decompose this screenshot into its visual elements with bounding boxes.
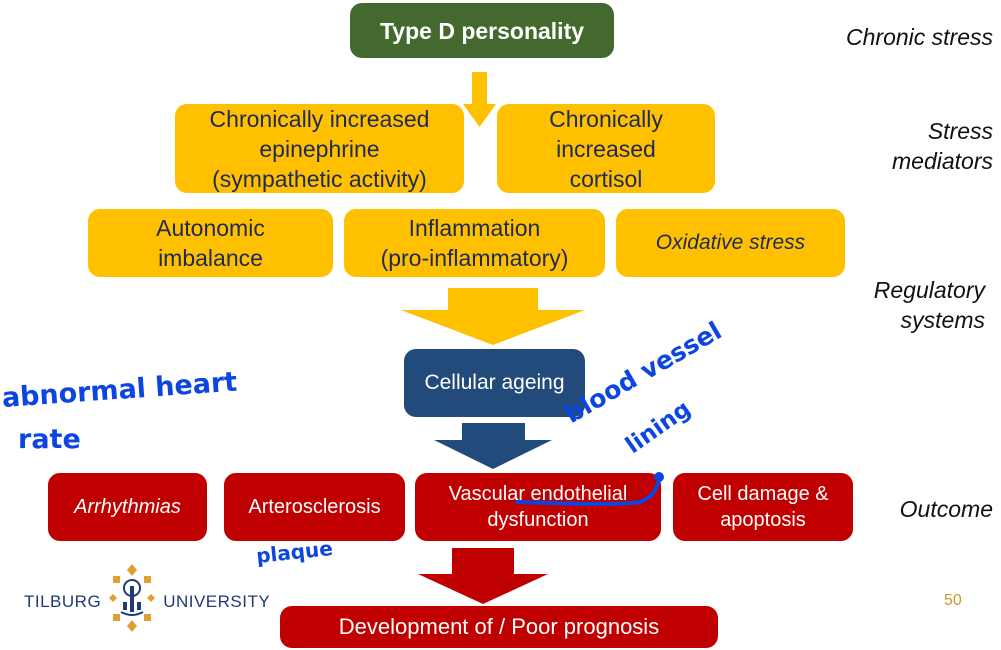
stage-label-outcome: Outcome (899, 496, 993, 522)
node-oxidative-stress: Oxidative stress (616, 209, 845, 277)
annotation-ink-dot (654, 472, 664, 482)
tilburg-emblem-icon (109, 564, 156, 632)
arrow-type-d-to-mediators (463, 72, 496, 127)
annotation-rate: rate (18, 424, 81, 455)
arrow-outcome-to-prognosis (418, 548, 548, 604)
logo-text-tilburg: TILBURG (24, 592, 102, 611)
arrow-regulatory-to-cellular (401, 288, 585, 345)
page-number: 50 (944, 592, 962, 609)
node-poor-prognosis: Development of / Poor prognosis (280, 606, 718, 648)
node-vascular-endothelial-dysfunction: Vascular endothelial dysfunction (415, 473, 661, 541)
node-cortisol: Chronically increased cortisol (497, 104, 715, 193)
tilburg-university-logo: TILBURG UNIVERSITY (24, 564, 271, 634)
node-type-d-personality: Type D personality (350, 3, 614, 58)
node-arrhythmias: Arrhythmias (48, 473, 207, 541)
stage-label-regulatory-systems: Regulatory systems (873, 277, 985, 333)
node-epinephrine: Chronically increased epinephrine (sympa… (175, 104, 464, 193)
node-arterosclerosis: Arterosclerosis (224, 473, 405, 541)
node-cell-damage-apoptosis: Cell damage & apoptosis (673, 473, 853, 541)
annotation-underline-endothelial (515, 476, 662, 507)
stage-label-chronic-stress: Chronic stress (846, 24, 993, 50)
node-inflammation: Inflammation (pro-inflammatory) (344, 209, 605, 277)
node-autonomic-imbalance: Autonomic imbalance (88, 209, 333, 277)
node-cellular-ageing: Cellular ageing (404, 349, 585, 417)
arrow-cellular-to-outcome (434, 423, 552, 469)
logo-text-university: UNIVERSITY (163, 592, 271, 611)
stage-label-stress-mediators: Stress mediators (892, 118, 993, 174)
